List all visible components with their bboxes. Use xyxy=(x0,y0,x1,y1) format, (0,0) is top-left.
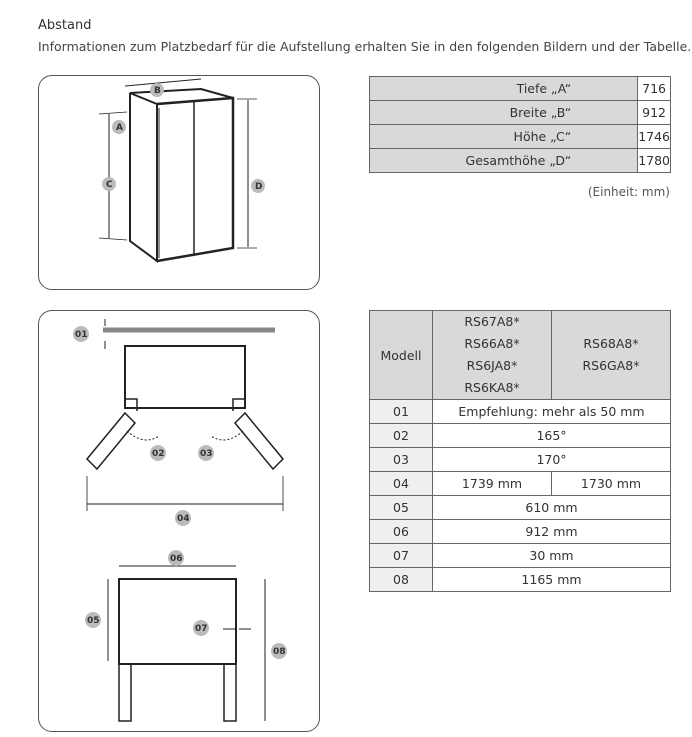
row-value: 1165 mm xyxy=(432,567,671,592)
intro-text: Informationen zum Platzbedarf für die Au… xyxy=(38,39,692,54)
dim-value: 912 xyxy=(637,100,671,125)
row-id: 01 xyxy=(369,399,433,424)
clearance-diagram: 01 02 03 04 05 06 07 08 xyxy=(38,310,320,732)
row-id: 07 xyxy=(369,543,433,568)
model-header: Modell xyxy=(369,310,433,400)
model-name: RS6GA8* xyxy=(582,358,640,373)
label-a: A xyxy=(116,123,123,133)
dim-value: 1746 xyxy=(637,124,671,149)
row-id: 05 xyxy=(369,495,433,520)
row-value: 165° xyxy=(432,423,671,448)
model-name: RS67A8* xyxy=(464,314,520,329)
row-value: 1739 mm xyxy=(432,471,552,496)
dim-value: 1780 xyxy=(637,148,671,173)
clearance-table: Modell RS67A8* RS66A8* RS6JA8* RS6KA8* R… xyxy=(369,310,671,592)
model-group-2: RS68A8* RS6GA8* xyxy=(551,310,671,400)
label-01: 01 xyxy=(75,330,88,340)
label-05: 05 xyxy=(87,616,100,626)
label-02: 02 xyxy=(152,449,165,459)
dim-label: Breite „B“ xyxy=(368,100,639,125)
row-id: 02 xyxy=(369,423,433,448)
row-id: 08 xyxy=(369,567,433,592)
dim-label: Höhe „C“ xyxy=(368,124,639,149)
dimensions-table: Tiefe „A“716 Breite „B“912 Höhe „C“1746 … xyxy=(368,76,671,173)
table-header: Modell RS67A8* RS66A8* RS6JA8* RS6KA8* R… xyxy=(369,310,671,400)
row-value: Empfehlung: mehr als 50 mm xyxy=(432,399,671,424)
unit-note: (Einheit: mm) xyxy=(587,185,670,199)
row-value: 170° xyxy=(432,447,671,472)
model-name: RS66A8* xyxy=(464,336,520,351)
model-name: RS6KA8* xyxy=(464,380,520,395)
label-d: D xyxy=(255,182,262,192)
row-value: 30 mm xyxy=(432,543,671,568)
label-b: B xyxy=(154,86,161,96)
dim-value: 716 xyxy=(637,76,671,101)
section-heading: Abstand xyxy=(38,18,92,33)
table-row: Tiefe „A“716 xyxy=(368,76,671,101)
label-03: 03 xyxy=(200,449,213,459)
label-04: 04 xyxy=(177,514,190,524)
table-row: Breite „B“912 xyxy=(368,100,671,125)
dim-label: Tiefe „A“ xyxy=(368,76,639,101)
table-row: Gesamthöhe „D“1780 xyxy=(368,148,671,173)
row-id: 03 xyxy=(369,447,433,472)
label-06: 06 xyxy=(170,554,183,564)
model-name: RS6JA8* xyxy=(466,358,518,373)
fridge-dimensions-diagram: B A C D xyxy=(38,75,320,290)
label-c: C xyxy=(106,180,113,190)
row-value: 610 mm xyxy=(432,495,671,520)
row-value: 1730 mm xyxy=(551,471,671,496)
label-07: 07 xyxy=(195,624,208,634)
table-row: Höhe „C“1746 xyxy=(368,124,671,149)
row-id: 04 xyxy=(369,471,433,496)
dim-label: Gesamthöhe „D“ xyxy=(368,148,639,173)
model-name: RS68A8* xyxy=(583,336,639,351)
row-value: 912 mm xyxy=(432,519,671,544)
row-id: 06 xyxy=(369,519,433,544)
label-08: 08 xyxy=(273,647,286,657)
model-group-1: RS67A8* RS66A8* RS6JA8* RS6KA8* xyxy=(432,310,552,400)
